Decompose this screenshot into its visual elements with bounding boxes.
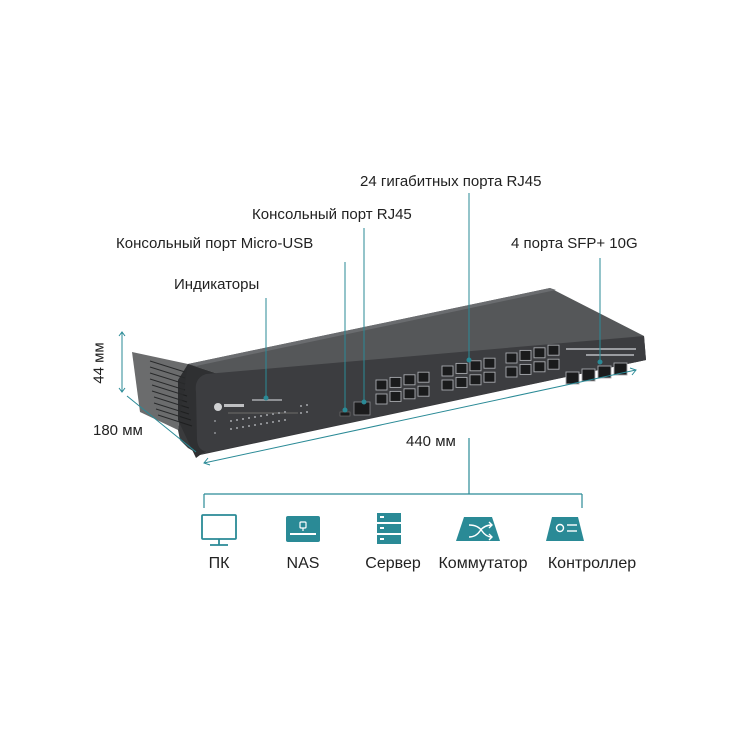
- console-rj45-port: [353, 401, 371, 416]
- dimension-width: 440 мм: [406, 433, 456, 450]
- device-bracket: [203, 438, 583, 508]
- rj45-port: [469, 374, 482, 386]
- led-panel: [214, 412, 298, 434]
- device-label-nas: NAS: [286, 555, 320, 572]
- callout-console-rj45: Консольный порт RJ45: [252, 206, 412, 223]
- rj45-port: [469, 360, 482, 372]
- rj45-port: [547, 358, 560, 370]
- callout-24-rj45-ports: 24 гигабитных порта RJ45: [360, 173, 542, 190]
- dimension-depth: 180 мм: [93, 422, 143, 439]
- rj45-port: [483, 357, 496, 369]
- monitor-icon: [201, 514, 237, 546]
- rj45-port: [533, 361, 546, 373]
- tp-link-logo: [214, 403, 222, 411]
- dimension-lines: [118, 331, 637, 466]
- rj45-port: [403, 388, 416, 400]
- rj45-port: [519, 363, 532, 375]
- callout-lines: [263, 193, 603, 413]
- callout-sfp-ports: 4 порта SFP+ 10G: [511, 235, 638, 252]
- rj45-port: [417, 371, 430, 383]
- rj45-port: [519, 349, 532, 361]
- callout-indicators: Индикаторы: [174, 276, 260, 293]
- sfp-port: [613, 362, 628, 376]
- rj45-port: [547, 344, 560, 356]
- network-switch: [132, 288, 646, 458]
- rj45-port-block: [375, 344, 560, 405]
- sfp-port: [597, 365, 612, 379]
- device-label-pc: ПК: [208, 555, 230, 572]
- rj45-port: [455, 362, 468, 374]
- rj45-port: [505, 366, 518, 378]
- device-label-controller: Контроллер: [547, 555, 637, 572]
- rj45-port: [483, 371, 496, 383]
- dimension-height: 44 мм: [90, 342, 108, 384]
- device-label-server: Сервер: [365, 555, 421, 572]
- rj45-port: [441, 379, 454, 391]
- switch-icon: [456, 517, 500, 541]
- rj45-port: [375, 379, 388, 391]
- sfp-port: [581, 368, 596, 382]
- device-label-switch: Коммутатор: [438, 555, 528, 572]
- rj45-port: [533, 347, 546, 359]
- rj45-port: [389, 390, 402, 402]
- rj45-port: [375, 393, 388, 405]
- nas-icon: [286, 516, 320, 542]
- server-icon: [377, 513, 401, 544]
- rj45-port: [389, 376, 402, 388]
- rj45-port: [455, 376, 468, 388]
- rj45-port: [505, 352, 518, 364]
- callout-console-micro-usb: Консольный порт Micro-USB: [116, 235, 314, 252]
- rj45-port: [441, 365, 454, 377]
- controller-icon: [546, 517, 584, 541]
- sfp-port-block: [565, 362, 628, 385]
- micro-usb-port: [339, 411, 351, 417]
- rj45-port: [403, 374, 416, 386]
- rj45-port: [417, 385, 430, 397]
